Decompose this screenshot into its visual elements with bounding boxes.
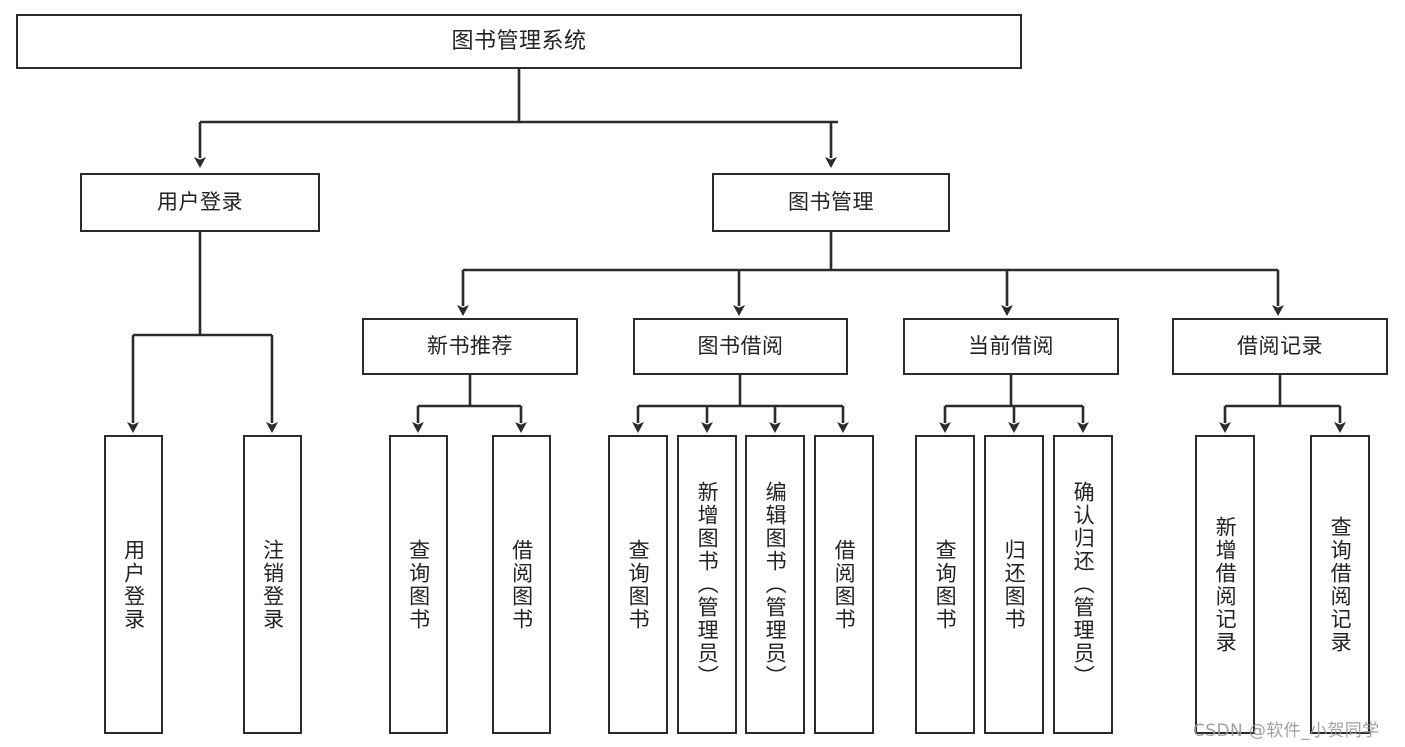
node-new-book-recommend-label: 新书推荐 [427, 334, 513, 359]
leaf-user-logout[interactable]: 注销登录 [243, 435, 302, 734]
node-user-login-label: 用户登录 [157, 190, 243, 215]
leaf-borrow-borrow-book[interactable]: 借阅图书 [814, 435, 874, 734]
node-book-management[interactable]: 图书管理 [712, 173, 950, 232]
node-book-borrow[interactable]: 图书借阅 [633, 318, 848, 375]
node-root-label: 图书管理系统 [451, 28, 587, 54]
watermark: CSDN @软件_小贺同学 [1193, 721, 1380, 741]
node-book-management-label: 图书管理 [788, 190, 874, 215]
node-user-login[interactable]: 用户登录 [80, 173, 320, 232]
leaf-record-add[interactable]: 新增借阅记录 [1195, 435, 1255, 734]
leaf-newbook-borrow-label: 借阅图书 [509, 538, 534, 631]
node-book-borrow-label: 图书借阅 [697, 334, 784, 359]
node-new-book-recommend[interactable]: 新书推荐 [362, 318, 578, 375]
leaf-user-logout-label: 注销登录 [260, 538, 285, 631]
node-current-borrow[interactable]: 当前借阅 [903, 318, 1119, 375]
node-current-borrow-label: 当前借阅 [968, 334, 1054, 359]
leaf-current-confirm-return-label: 确认归还（管理员） [1071, 481, 1096, 688]
leaf-current-query[interactable]: 查询图书 [915, 435, 975, 734]
leaf-borrow-edit-book[interactable]: 编辑图书（管理员） [745, 435, 805, 734]
node-borrow-record-label: 借阅记录 [1237, 334, 1323, 359]
leaf-borrow-add-book-label: 新增图书（管理员） [695, 481, 720, 688]
leaf-current-return-label: 归还图书 [1002, 538, 1027, 631]
leaf-record-query[interactable]: 查询借阅记录 [1310, 435, 1370, 734]
leaf-newbook-query[interactable]: 查询图书 [389, 435, 448, 734]
leaf-borrow-borrow-book-label: 借阅图书 [832, 538, 857, 631]
node-borrow-record[interactable]: 借阅记录 [1172, 318, 1388, 375]
leaf-user-login[interactable]: 用户登录 [104, 435, 163, 734]
leaf-borrow-query[interactable]: 查询图书 [608, 435, 668, 734]
leaf-current-confirm-return[interactable]: 确认归还（管理员） [1053, 435, 1113, 734]
leaf-record-query-label: 查询借阅记录 [1328, 515, 1353, 654]
leaf-newbook-borrow[interactable]: 借阅图书 [492, 435, 551, 734]
leaf-newbook-query-label: 查询图书 [406, 538, 431, 631]
leaf-user-login-label: 用户登录 [121, 538, 146, 631]
leaf-current-query-label: 查询图书 [933, 538, 958, 631]
leaf-borrow-query-label: 查询图书 [626, 538, 651, 631]
leaf-borrow-edit-book-label: 编辑图书（管理员） [763, 481, 788, 688]
node-root[interactable]: 图书管理系统 [16, 14, 1022, 69]
leaf-current-return[interactable]: 归还图书 [984, 435, 1044, 734]
leaf-record-add-label: 新增借阅记录 [1213, 515, 1238, 654]
leaf-borrow-add-book[interactable]: 新增图书（管理员） [677, 435, 737, 734]
